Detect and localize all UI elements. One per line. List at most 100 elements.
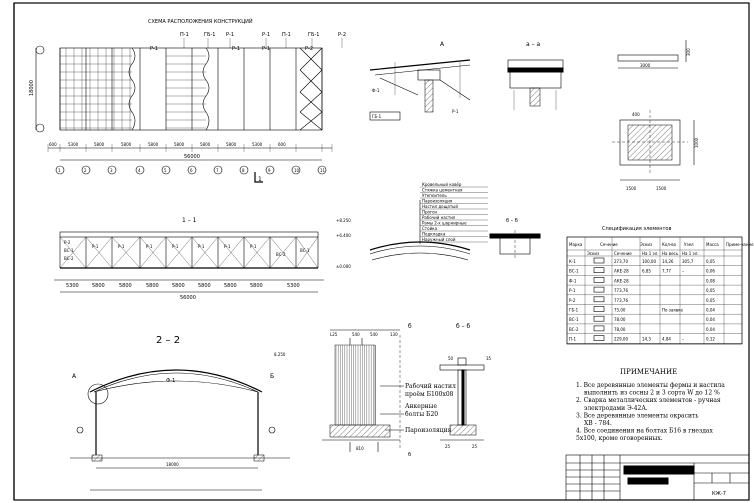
- spec-cell: –: [682, 337, 684, 342]
- notes-line: ХВ - 784.: [584, 420, 612, 427]
- spec-section-sketch: [593, 325, 605, 332]
- beam-dim1: 3000: [640, 63, 651, 68]
- spec-section-sketch: [593, 267, 605, 274]
- section-arrow-1: [254, 172, 263, 183]
- axis-label: 6: [190, 168, 193, 173]
- spec-cell: 0,04: [706, 308, 715, 313]
- spec-cell: 14,3: [642, 337, 651, 342]
- axis-bubble: [161, 165, 171, 175]
- bd-dim-top: L25: [330, 332, 338, 337]
- beam-detail: 3000 300: [617, 40, 691, 69]
- spec-section-sketch: [593, 257, 605, 264]
- plan-dim-value: 600: [278, 142, 286, 147]
- plan-dim-value: 5300: [252, 142, 263, 147]
- plan-top-mark: ГБ-1: [308, 32, 319, 38]
- section-bb-bottom: б – б 25 25 35 50: [439, 323, 492, 449]
- spec-cell: Ф-1: [569, 278, 577, 283]
- spec-cell: К-1: [569, 259, 576, 264]
- section-aa: а – а: [507, 41, 564, 110]
- spec-cell: Р-1: [569, 288, 576, 293]
- spec-cell: 305,7: [682, 259, 694, 264]
- section11-brace: [217, 236, 245, 269]
- axis-bubble: [265, 165, 275, 175]
- spec-cell: 0,05: [706, 298, 715, 303]
- axis-bubble: [291, 165, 301, 175]
- axis-bubble: [187, 165, 197, 175]
- section-2-2: 2 – 2 18000 Ф-1 А Б 8.250: [70, 335, 290, 491]
- node-a-mark1: Ф-1: [372, 88, 380, 93]
- notes-line: 2. Сварка металлических элементов - ручн…: [576, 397, 721, 404]
- spec-cell: По заявке: [662, 308, 683, 313]
- axis-bubble: [55, 165, 65, 175]
- section11-label: ВС-2: [64, 256, 74, 261]
- axis-b-bubble: [35, 123, 45, 133]
- roof-layer-item: Подкладка: [422, 232, 446, 237]
- spec-section-sketch: [593, 286, 605, 293]
- section11-label: Р-1: [118, 244, 125, 249]
- section22-title: 2 – 2: [156, 335, 180, 346]
- plan-top-mark: Р-2: [338, 32, 346, 38]
- plan-truss-1: Р-1: [150, 46, 158, 52]
- bd-label-4: болты Б20: [405, 411, 438, 418]
- section11-elev-top: +8.250: [336, 218, 351, 223]
- spec-cell: 7,77: [662, 269, 671, 274]
- bd-section-mark: б: [408, 452, 411, 458]
- section11-dim: 5800: [146, 283, 159, 289]
- spec-cell: 100,00: [642, 259, 656, 264]
- section11-label: Р-1: [146, 244, 153, 249]
- section11-dim: 5800: [172, 283, 185, 289]
- spec-cell: 0,04: [706, 327, 715, 332]
- spec-cell: 78,00: [614, 317, 626, 322]
- spec-cell: 0,05: [706, 259, 715, 264]
- section22-span: 18000: [166, 462, 179, 467]
- axis-label: 7: [216, 168, 219, 173]
- plan-outline: [59, 47, 323, 131]
- axis-bubble: [107, 165, 117, 175]
- node-a-mark3: Р-1: [452, 109, 459, 114]
- roof-layer-item: Пароизоляция: [422, 199, 453, 204]
- plan-dim-value: 600: [49, 142, 57, 147]
- spec-cell: ВС-1: [569, 317, 579, 322]
- spec-head-cell: Масса: [706, 242, 719, 247]
- axis-label: 1: [58, 168, 61, 173]
- spec-cell: –: [682, 269, 684, 274]
- bottom-detail-title: б: [408, 323, 412, 330]
- spec-cell: 75,00: [614, 308, 626, 313]
- roof-layer-item: Рабочий настил: [422, 215, 456, 220]
- plate-dim4: 1000: [694, 137, 699, 148]
- plan-truss-4: Р-2: [305, 46, 313, 52]
- notes-line: электродами Э-42А.: [584, 405, 648, 412]
- notes-line: 3. Все деревянные элементы окрасить: [576, 412, 699, 419]
- spec-section-sketch: [593, 306, 605, 312]
- beam-dim2: 300: [686, 48, 691, 56]
- bd-dim-bot-0: 810: [356, 446, 364, 451]
- notes-line: 5х100, кроме оговоренных.: [576, 435, 663, 442]
- roof-layer-item: Рамы 2-х шарнирные: [422, 221, 467, 226]
- plate-detail: 400 1500 1500 1000: [612, 110, 699, 191]
- plan-total-dim: 56000: [184, 154, 200, 160]
- section11-brace: [165, 236, 193, 269]
- spec-cell: АКЕ-28: [614, 278, 629, 283]
- plan-dim-value: 5800: [121, 142, 132, 147]
- spec-cell: 773,76: [614, 288, 628, 293]
- node-a-detail: А Ф-1 ГБ-1 Р-1: [369, 41, 471, 121]
- bd-dim-top: 540: [352, 332, 360, 337]
- section22-elev: 8.250: [274, 352, 286, 357]
- notes-line: выполнить из сосны 2 и 3 сорта W до 12 %: [584, 390, 720, 397]
- axis-label: 2: [84, 168, 87, 173]
- spec-section-sketch: [593, 277, 605, 283]
- plan-top-mark: П-1: [180, 32, 189, 38]
- spec-head-cell: Марка: [569, 242, 583, 247]
- spec-section-sketch: [593, 315, 605, 322]
- plan-dim-value: 5800: [174, 142, 185, 147]
